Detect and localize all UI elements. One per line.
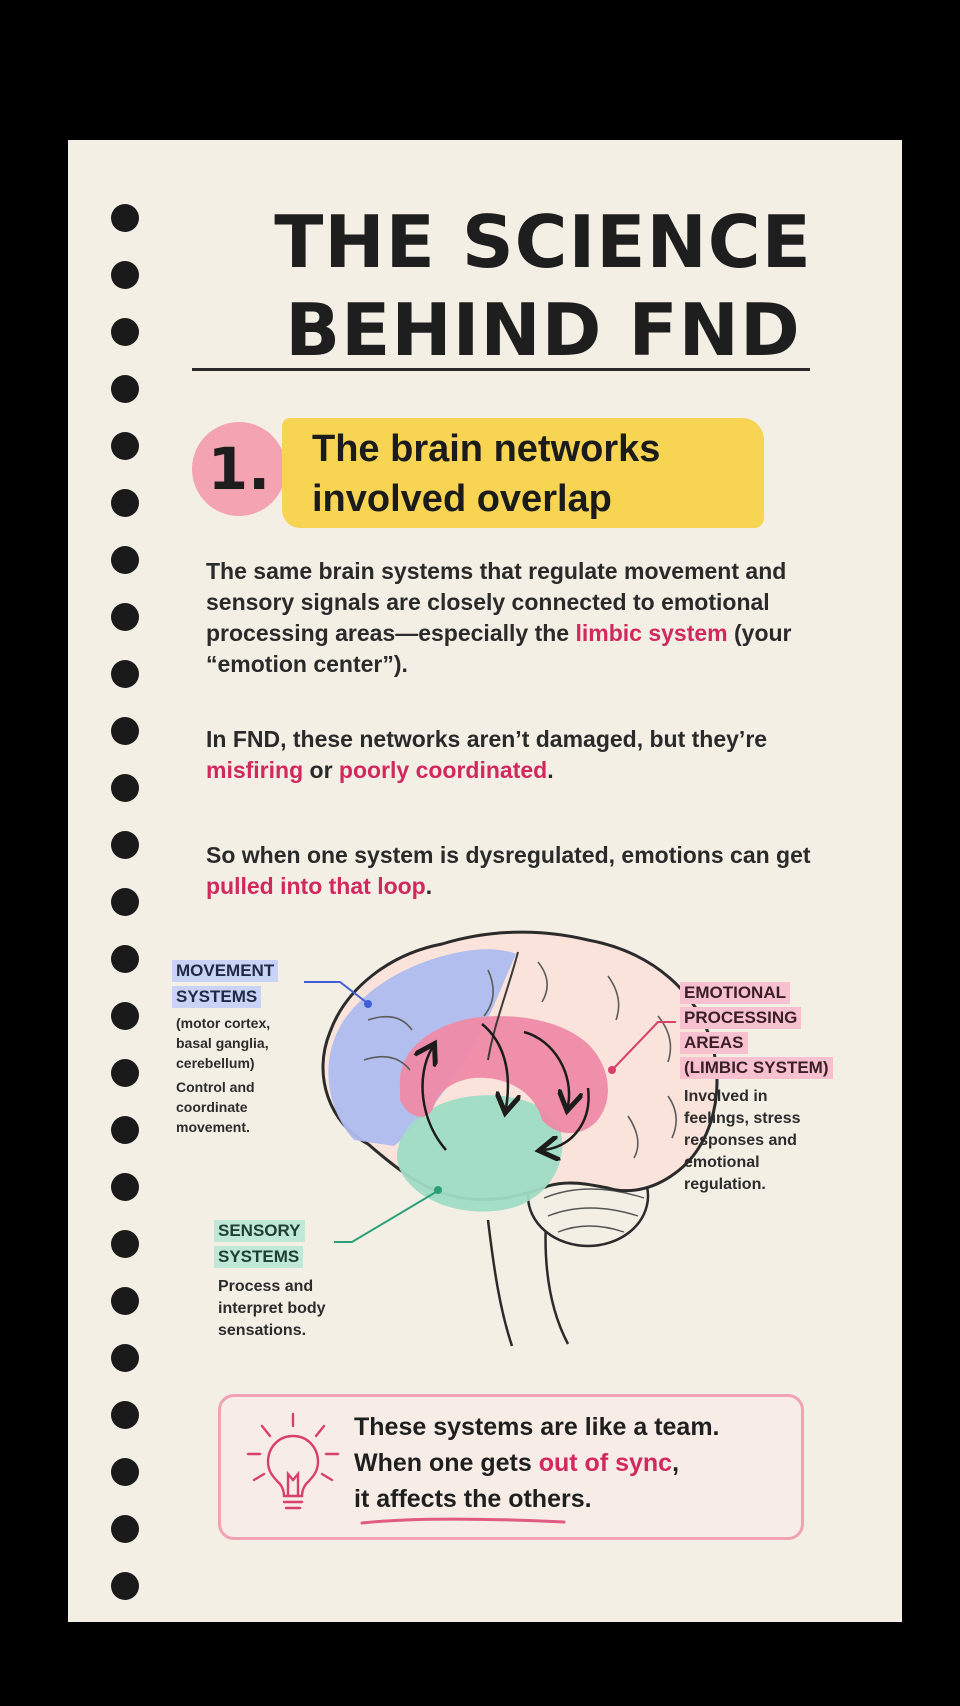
tip-callout (218, 1394, 804, 1540)
emotional-desc: feelings, stress (684, 1110, 801, 1127)
page-title: THE SCIENCE BEHIND FND (274, 200, 812, 372)
sensory-label: SENSORY (214, 1220, 305, 1242)
binder-hole (111, 831, 139, 859)
emotional-desc: responses and (684, 1132, 797, 1149)
highlight-limbic-system: limbic system (575, 620, 728, 646)
emotional-label: PROCESSING (680, 1007, 802, 1029)
emotional-label: AREAS (680, 1032, 748, 1054)
binder-hole (111, 717, 139, 745)
section-heading: The brain networks involved overlap (312, 428, 661, 520)
binder-hole (111, 1230, 139, 1258)
binder-hole (111, 1401, 139, 1429)
lightbulb-icon (246, 1412, 340, 1510)
callout-line-3: it affects the others. (354, 1485, 592, 1513)
movement-connector (304, 981, 367, 1003)
underline-squiggle (360, 1517, 566, 1525)
sensory-region (396, 1095, 563, 1212)
binder-hole (111, 1173, 139, 1201)
emotional-desc: emotional (684, 1154, 760, 1171)
movement-desc: Control and (176, 1079, 255, 1095)
paragraph-text: or (303, 757, 339, 783)
emotional-desc: regulation. (684, 1176, 766, 1193)
binder-hole (111, 546, 139, 574)
sensory-desc: sensations. (218, 1322, 307, 1339)
loop-arrow (544, 1087, 590, 1150)
emotional-label: (LIMBIC SYSTEM) (680, 1057, 833, 1079)
highlight-pulled-into-loop: pulled into that loop (206, 873, 426, 899)
binder-hole (111, 318, 139, 346)
paragraph-text: So when one system is dysregulated, emot… (206, 842, 811, 868)
paragraph-text: The same brain systems that regulate mov… (206, 558, 787, 646)
limbic-region (399, 1016, 608, 1134)
section-number-badge (192, 422, 286, 516)
callout-text: When one gets (354, 1449, 539, 1477)
section-number: 1. (207, 435, 271, 503)
sensory-connector (334, 1191, 437, 1243)
emotional-desc: Involved in (684, 1088, 768, 1105)
movement-label: SYSTEMS (172, 986, 262, 1008)
binder-hole (111, 261, 139, 289)
binder-hole (111, 774, 139, 802)
binder-hole (111, 660, 139, 688)
sensory-label: SYSTEMS (214, 1246, 304, 1268)
highlight-misfiring: misfiring (206, 757, 304, 783)
binder-hole (111, 945, 139, 973)
binder-hole (111, 204, 139, 232)
paragraph-2: In FND, these networks aren’t damaged, b… (206, 724, 826, 786)
paragraph-3: So when one system is dysregulated, emot… (206, 840, 826, 902)
binder-hole (111, 1515, 139, 1543)
heading-highlight (282, 418, 764, 528)
brainstem (486, 1219, 570, 1347)
callout-line-1: These systems are like a team. (354, 1413, 720, 1441)
brain-diagram (304, 930, 719, 1347)
paragraph-text: In FND, these networks aren’t damaged, b… (206, 726, 768, 752)
binder-hole (111, 1458, 139, 1486)
callout-line-2: When one gets out of sync, (354, 1446, 679, 1480)
sensory-desc: Process and (218, 1278, 314, 1295)
binder-hole (111, 489, 139, 517)
highlight-out-of-sync: out of sync (538, 1449, 673, 1477)
movement-desc: coordinate (176, 1099, 248, 1115)
paragraph-text: . (547, 757, 554, 783)
title-divider (192, 368, 810, 371)
movement-detail: (motor cortex, (176, 1015, 271, 1031)
binder-hole (111, 432, 139, 460)
binder-hole (111, 1002, 139, 1030)
paragraph-text: (your “emotion center”). (206, 620, 792, 677)
loop-arrow (523, 1030, 569, 1106)
sensory-desc: interpret body (218, 1300, 326, 1317)
binder-hole (111, 1344, 139, 1372)
emotional-connector (613, 1021, 676, 1069)
movement-detail: basal ganglia, (176, 1035, 269, 1051)
paragraph-text: . (425, 873, 433, 899)
emotional-label: EMOTIONAL (680, 982, 790, 1004)
paragraph-1: The same brain systems that regulate mov… (206, 556, 826, 680)
binder-hole (111, 1116, 139, 1144)
loop-arrow (481, 1023, 508, 1108)
binder-hole (111, 603, 139, 631)
binder-hole (111, 1059, 139, 1087)
movement-label: MOVEMENT (172, 960, 279, 982)
loop-arrow (423, 1048, 447, 1151)
binder-hole (111, 1572, 139, 1600)
binder-hole (111, 1287, 139, 1315)
highlight-poorly-coordinated: poorly coordinated (338, 757, 548, 783)
binder-hole (111, 375, 139, 403)
infographic-page: THE SCIENCE BEHIND FND 1. The brain netw… (68, 140, 902, 1622)
movement-detail: cerebellum) (176, 1055, 255, 1071)
binder-hole (111, 888, 139, 916)
movement-desc: movement. (176, 1119, 250, 1135)
callout-text: , (672, 1449, 680, 1477)
